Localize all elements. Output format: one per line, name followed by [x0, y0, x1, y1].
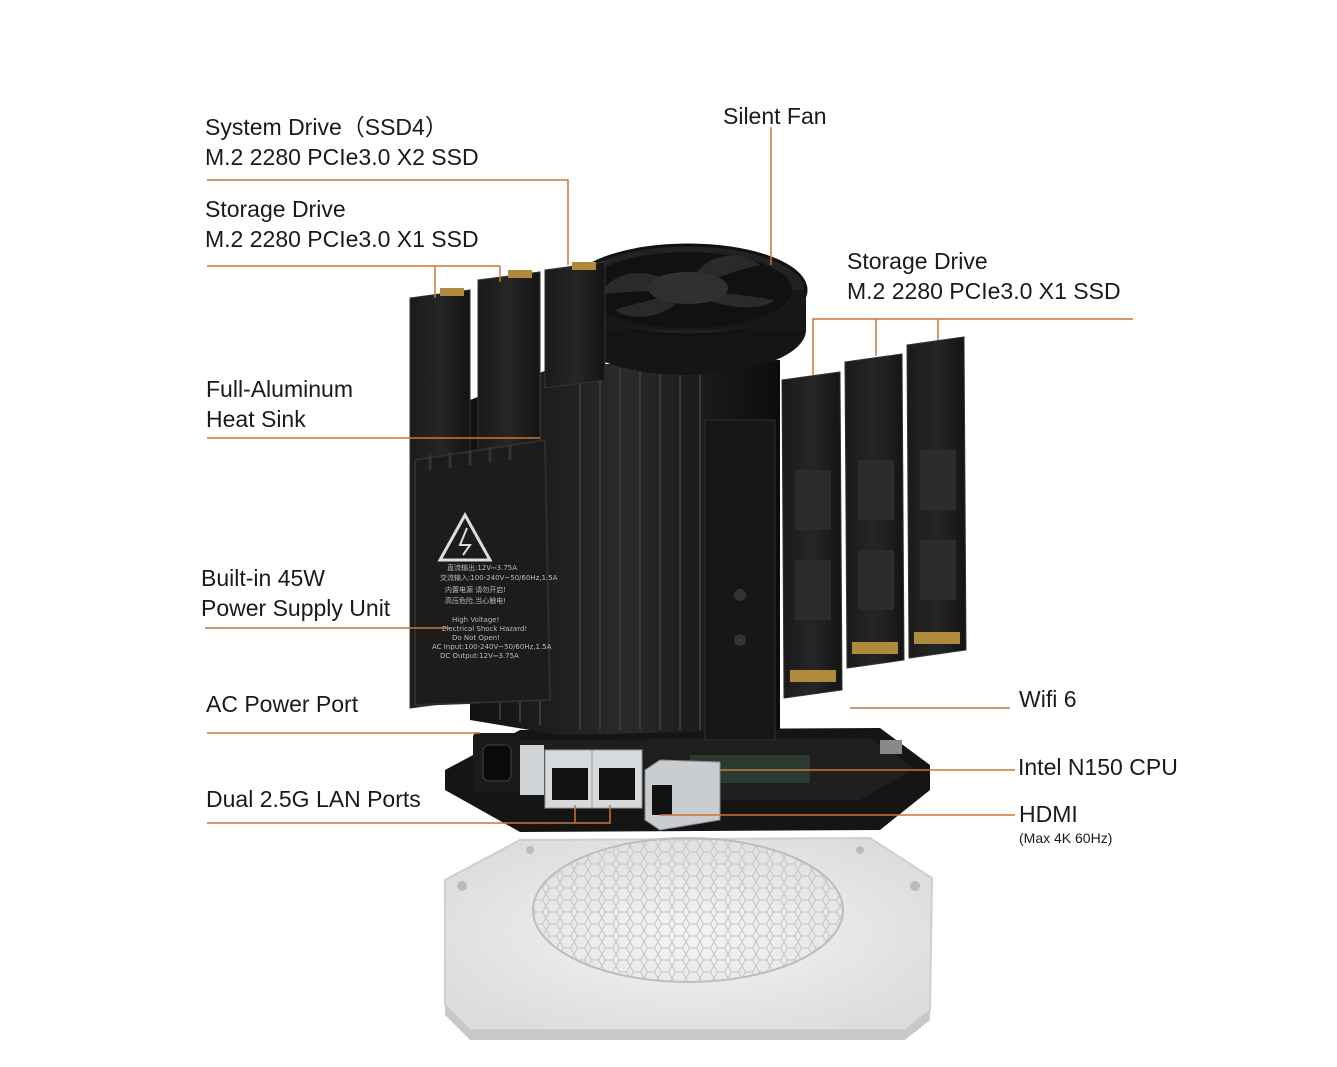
psu-text-3: 内置电源 请勿开启! [445, 585, 506, 594]
hdmi-title: HDMI [1019, 801, 1078, 827]
psu-line2: Power Supply Unit [201, 595, 391, 621]
leader-storage-left [207, 265, 436, 298]
silent-fan [568, 243, 808, 375]
psu-line1: Built-in 45W [201, 565, 325, 591]
psu-text-8: AC Input:100-240V~50/60Hz,1.5A [432, 643, 552, 651]
lan-ports-title: Dual 2.5G LAN Ports [206, 786, 421, 812]
heat-sink-line2: Heat Sink [206, 406, 306, 432]
hdmi-sub: (Max 4K 60Hz) [1019, 830, 1113, 846]
psu-text-9: DC Output:12V⎓3.75A [440, 652, 519, 660]
leader-storage-right [812, 318, 1133, 375]
leader-lan [207, 805, 611, 824]
psu-text-1: 直流输出:12V⎓3.75A [447, 563, 517, 572]
leader-system-drive [207, 179, 569, 265]
heat-sink-line1: Full-Aluminum [206, 376, 353, 402]
label-lan-ports: Dual 2.5G LAN Ports [206, 784, 421, 814]
leader-lines [205, 127, 1133, 824]
system-drive-title: System Drive（SSD4） [205, 114, 448, 140]
psu-text-6: Electrical Shock Hazard! [442, 625, 527, 633]
label-system-drive: System Drive（SSD4） M.2 2280 PCIe3.0 X2 S… [205, 112, 479, 172]
psu-text-2: 交流输入:100-240V~50/60Hz,1.5A [440, 573, 558, 582]
base-plate [444, 836, 934, 1040]
power-supply-unit: 直流输出:12V⎓3.75A 交流输入:100-240V~50/60Hz,1.5… [414, 438, 558, 707]
storage-right-title: Storage Drive [847, 248, 988, 274]
label-hdmi: HDMI (Max 4K 60Hz) [1019, 799, 1112, 847]
label-heat-sink: Full-Aluminum Heat Sink [206, 374, 353, 434]
label-cpu: Intel N150 CPU [1018, 752, 1178, 782]
label-wifi: Wifi 6 [1019, 684, 1077, 714]
label-storage-drive-left: Storage Drive M.2 2280 PCIe3.0 X1 SSD [205, 194, 479, 254]
ac-port-title: AC Power Port [206, 691, 359, 717]
cpu-title: Intel N150 CPU [1018, 754, 1178, 780]
wifi-title: Wifi 6 [1019, 686, 1077, 712]
silent-fan-title: Silent Fan [723, 103, 827, 129]
system-drive-spec: M.2 2280 PCIe3.0 X2 SSD [205, 144, 479, 170]
psu-text-7: Do Not Open! [452, 634, 500, 642]
psu-text-5: High Voltage! [452, 616, 499, 624]
label-storage-drive-right: Storage Drive M.2 2280 PCIe3.0 X1 SSD [847, 246, 1121, 306]
label-ac-port: AC Power Port [206, 689, 358, 719]
psu-text-4: 高压危险,当心触电! [445, 596, 506, 605]
label-silent-fan: Silent Fan [723, 101, 827, 131]
ports-cluster [473, 733, 721, 831]
storage-left-spec: M.2 2280 PCIe3.0 X1 SSD [205, 226, 479, 252]
label-psu: Built-in 45W Power Supply Unit [201, 563, 390, 623]
storage-right-spec: M.2 2280 PCIe3.0 X1 SSD [847, 278, 1121, 304]
storage-left-title: Storage Drive [205, 196, 346, 222]
ssd-right-group [781, 336, 967, 699]
